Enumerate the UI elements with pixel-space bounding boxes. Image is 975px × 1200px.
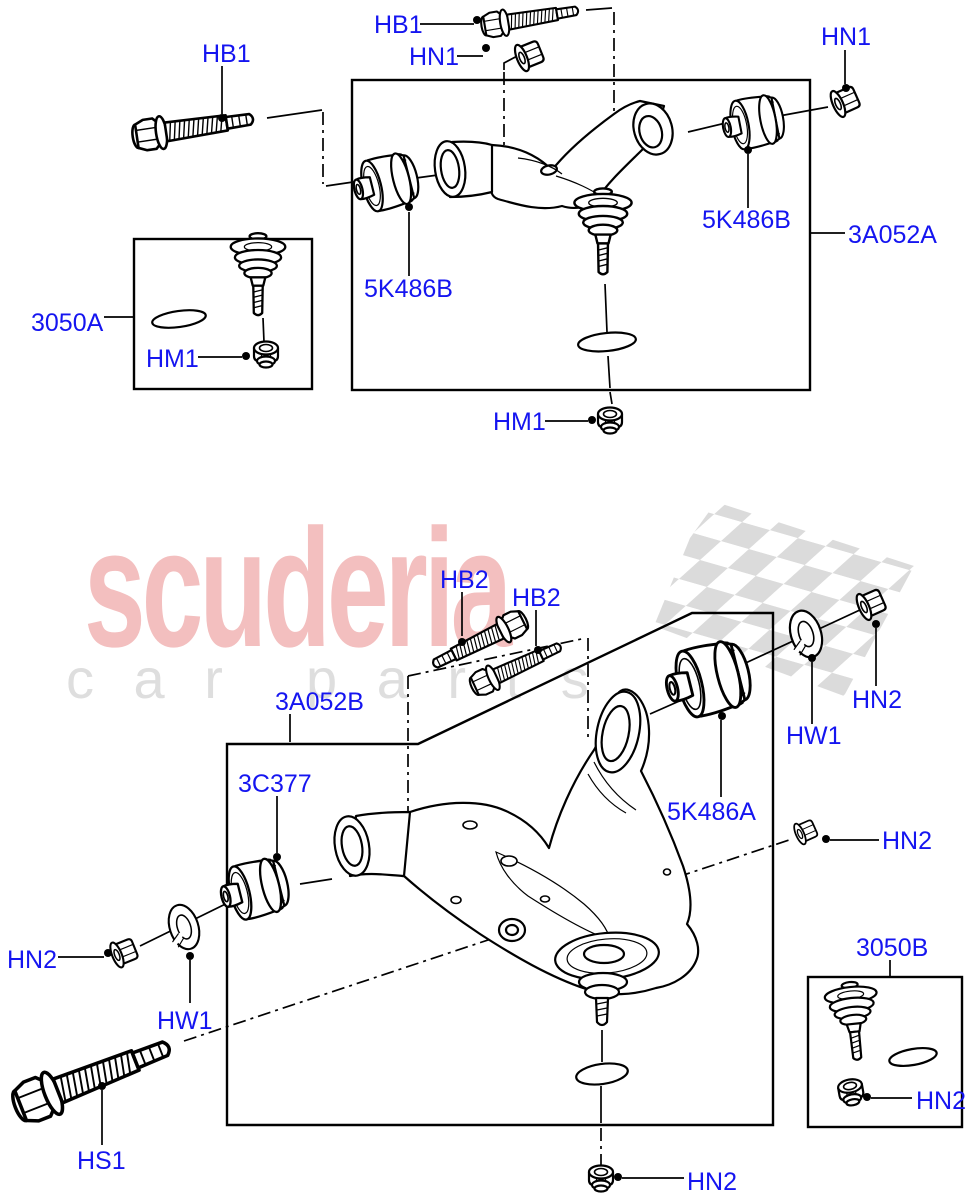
callout-hn2-top-right-nut[interactable]: HN2 bbox=[852, 686, 902, 714]
upper-arm-ball-joint bbox=[573, 187, 633, 276]
scuderia-watermark: scuderia c a r p a r t s bbox=[66, 495, 589, 710]
bolt-hb1-upper-center bbox=[478, 0, 582, 41]
callout-hn2-left-nut[interactable]: HN2 bbox=[7, 946, 57, 974]
callout-hw1-left-washer[interactable]: HW1 bbox=[157, 1007, 213, 1035]
lower-snap-ring bbox=[575, 1062, 629, 1086]
callout-hn1-upper-right-nut[interactable]: HN1 bbox=[821, 23, 871, 51]
nut-hn2-left bbox=[106, 934, 141, 971]
bushing-5k486b-right bbox=[717, 91, 789, 154]
callout-hn2-right-middle-nut[interactable]: HN2 bbox=[882, 827, 932, 855]
callout-5k486b-left-bushing[interactable]: 5K486B bbox=[364, 275, 453, 303]
callout-3a052a-assembly[interactable]: 3A052A bbox=[848, 221, 937, 249]
callout-labels: HB1 HB1 HN1 HN1 5K486B 5K486B 3A052A 305… bbox=[7, 11, 966, 1196]
upper-control-arm-drawing bbox=[433, 99, 674, 405]
kit-3050b-contents bbox=[822, 978, 938, 1109]
watermark-word-car: c a r bbox=[66, 647, 235, 710]
callout-hb1-upper-left-bolt[interactable]: HB1 bbox=[202, 40, 251, 68]
nut-hn1-upper-center bbox=[511, 36, 547, 74]
washer-hw1-left bbox=[162, 901, 204, 953]
nut-hn2-bottom bbox=[587, 1164, 615, 1193]
upper-snap-ring bbox=[577, 331, 637, 353]
callout-hw1-right-washer[interactable]: HW1 bbox=[786, 722, 842, 750]
lower-arm-ball-joint bbox=[554, 931, 660, 1027]
callout-3c377-bushing[interactable]: 3C377 bbox=[238, 770, 312, 798]
kit-box-3050b bbox=[806, 975, 964, 1129]
leader-lines bbox=[58, 16, 912, 1181]
nut-hn2-right-middle bbox=[790, 816, 821, 847]
callout-hn2-kit-nut[interactable]: HN2 bbox=[916, 1087, 966, 1115]
callout-5k486b-right-bushing[interactable]: 5K486B bbox=[702, 206, 791, 234]
bolt-hb1-upper-left bbox=[129, 101, 257, 155]
callout-hm1-arm-nut[interactable]: HM1 bbox=[493, 408, 546, 436]
callout-hs1-bolt[interactable]: HS1 bbox=[77, 1147, 126, 1175]
callout-3a052b-assembly[interactable]: 3A052B bbox=[275, 688, 364, 716]
lower-control-arm-drawing bbox=[333, 688, 700, 1168]
bolt-hs1 bbox=[5, 1024, 179, 1131]
callout-hb2-bolt-2[interactable]: HB2 bbox=[512, 584, 561, 612]
callout-5k486a-bushing[interactable]: 5K486A bbox=[667, 798, 756, 826]
callout-hb2-bolt-1[interactable]: HB2 bbox=[440, 566, 489, 594]
callout-hn2-bottom-nut[interactable]: HN2 bbox=[687, 1168, 737, 1196]
nut-hm1-arm bbox=[596, 406, 624, 435]
watermark-brand-text: scuderia bbox=[84, 495, 514, 683]
kit-3050a-contents bbox=[151, 232, 287, 369]
callout-hn1-upper-center-nut[interactable]: HN1 bbox=[409, 43, 459, 71]
assembly-box-3a052b bbox=[225, 611, 775, 1127]
callout-3050b-kit[interactable]: 3050B bbox=[856, 934, 928, 962]
callout-3050a-kit[interactable]: 3050A bbox=[31, 309, 104, 337]
kit-box-3050a bbox=[132, 237, 314, 391]
callout-hb1-upper-center-bolt[interactable]: HB1 bbox=[374, 11, 423, 39]
assembly-box-3a052a bbox=[350, 78, 812, 392]
callout-hm1-kit-nut[interactable]: HM1 bbox=[146, 345, 199, 373]
